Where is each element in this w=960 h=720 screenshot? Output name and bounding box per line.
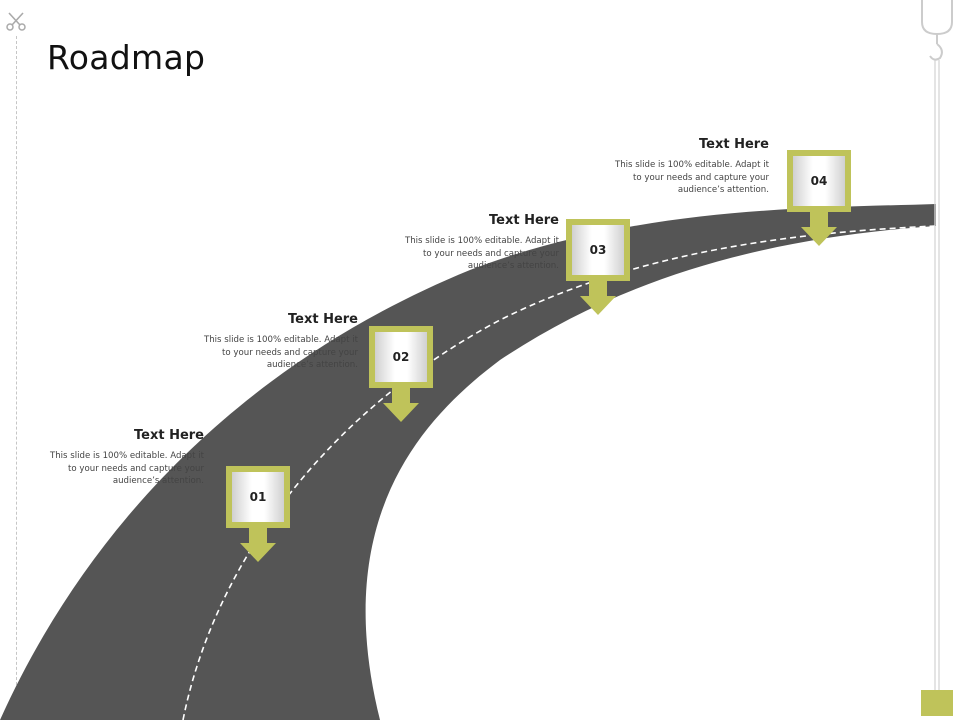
step-heading: Text Here	[133, 428, 204, 443]
step-heading: Text Here	[287, 312, 358, 327]
step-heading: Text Here	[488, 213, 559, 228]
step-1-marker: 01	[226, 466, 290, 562]
cut-guide-line	[16, 36, 17, 720]
pin-arrow-icon	[383, 388, 419, 422]
step-description: This slide is 100% editable. Adapt it to…	[203, 335, 358, 371]
road-center-line	[182, 225, 937, 720]
step-2-marker: 02	[369, 326, 433, 422]
accent-square	[921, 690, 953, 716]
step-3-text: Text Here This slide is 100% editable. A…	[399, 213, 559, 273]
step-heading: Text Here	[698, 137, 769, 152]
hook-icon	[921, 0, 953, 690]
step-description: This slide is 100% editable. Adapt it to…	[404, 236, 559, 272]
step-4-marker: 04	[787, 150, 851, 246]
step-3-marker: 03	[566, 219, 630, 315]
pin-arrow-icon	[580, 281, 616, 315]
road-surface	[0, 204, 936, 720]
step-2-text: Text Here This slide is 100% editable. A…	[198, 312, 358, 372]
step-number: 02	[375, 332, 427, 382]
scissors-icon	[6, 12, 26, 31]
step-description: This slide is 100% editable. Adapt it to…	[49, 451, 204, 487]
page-title: Roadmap	[47, 38, 206, 77]
step-number: 01	[232, 472, 284, 522]
step-number: 04	[793, 156, 845, 206]
step-description: This slide is 100% editable. Adapt it to…	[614, 160, 769, 196]
pin-arrow-icon	[801, 212, 837, 246]
step-4-text: Text Here This slide is 100% editable. A…	[609, 137, 769, 197]
step-1-text: Text Here This slide is 100% editable. A…	[44, 428, 204, 488]
step-number: 03	[572, 225, 624, 275]
pin-arrow-icon	[240, 528, 276, 562]
